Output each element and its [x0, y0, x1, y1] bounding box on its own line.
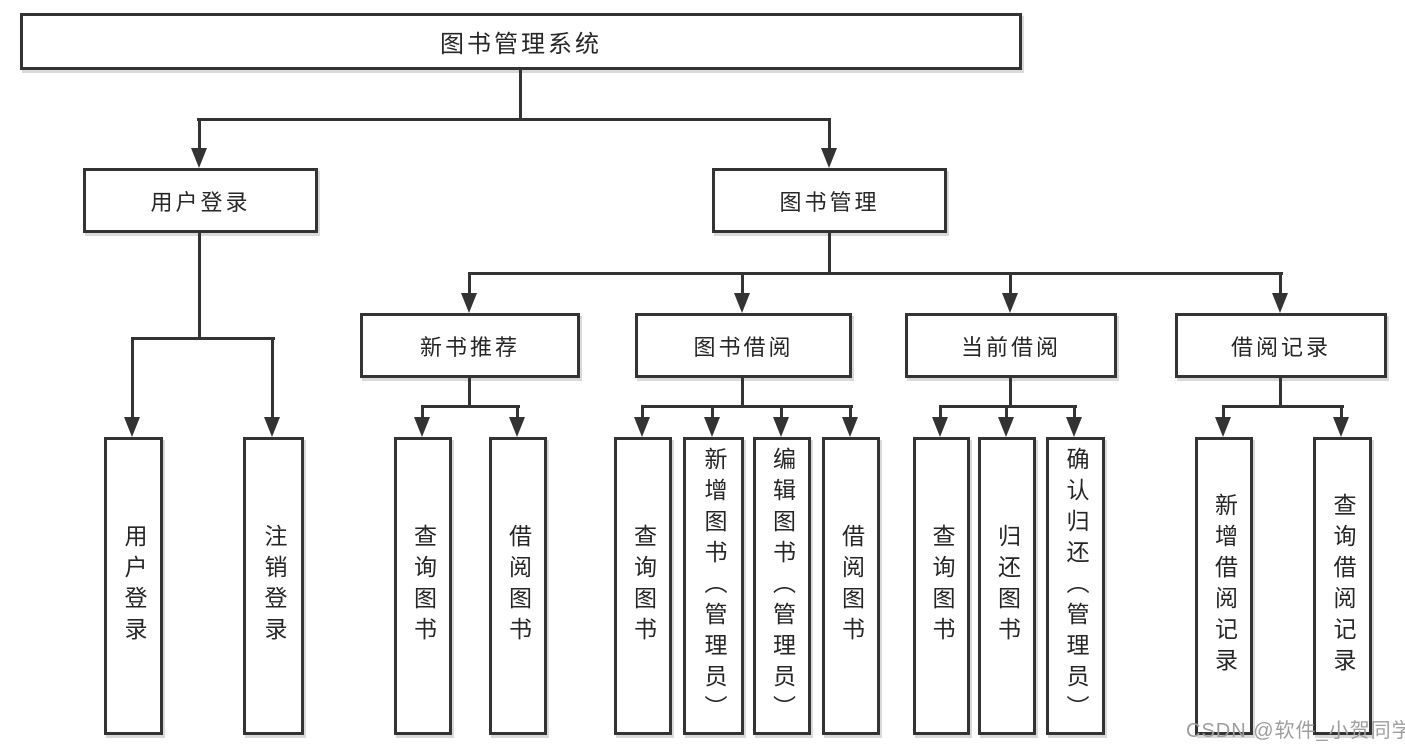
node-label: 图书管理: [779, 189, 880, 215]
arrow-down-icon: [634, 417, 650, 437]
node-label: 查询图书: [410, 524, 437, 648]
leaf-return-book: 归还图书: [978, 437, 1036, 735]
node-label: 查询借阅记录: [1330, 493, 1356, 679]
arrow-down-icon: [773, 417, 789, 437]
arrow-down-icon: [704, 417, 720, 437]
arrow-down-icon: [1066, 417, 1082, 437]
connector-line: [1005, 405, 1008, 419]
connector-line: [468, 272, 471, 295]
leaf-query-books-recommend: 查询图书: [394, 437, 452, 735]
connector-line: [1222, 405, 1344, 408]
connector-line: [131, 337, 275, 340]
arrow-down-icon: [932, 417, 948, 437]
connector-line: [1009, 272, 1012, 295]
connector-line: [131, 337, 134, 419]
node-label: 用户登录: [150, 189, 251, 215]
node-book-management: 图书管理: [712, 168, 947, 233]
arrow-down-icon: [124, 417, 140, 437]
connector-line: [271, 337, 274, 419]
leaf-query-borrow-record: 查询借阅记录: [1313, 437, 1372, 735]
arrow-down-icon: [734, 293, 750, 313]
node-user-login: 用户登录: [83, 168, 318, 233]
node-label: 当前借阅: [960, 334, 1061, 360]
connector-line: [828, 233, 831, 272]
leaf-edit-book-admin: 编辑图书（管理员）: [753, 437, 811, 735]
connector-line: [780, 405, 783, 419]
arrow-down-icon: [1272, 293, 1288, 313]
arrow-down-icon: [264, 417, 280, 437]
connector-line: [741, 272, 744, 295]
connector-line: [197, 118, 831, 121]
leaf-logout: 注销登录: [243, 437, 304, 735]
connector-line: [198, 233, 201, 337]
connector-line: [1222, 405, 1225, 419]
connector-line: [421, 405, 424, 419]
node-label: 新增借阅记录: [1211, 493, 1238, 679]
node-label: 用户登录: [121, 524, 147, 648]
leaf-user-login: 用户登录: [104, 437, 163, 735]
node-label: 查询图书: [929, 524, 955, 648]
arrow-down-icon: [509, 417, 525, 437]
node-label: 查询图书: [630, 524, 657, 648]
connector-line: [468, 378, 471, 405]
leaf-add-book-admin: 新增图书（管理员）: [683, 437, 744, 735]
leaf-borrow-books-recommend: 借阅图书: [489, 437, 547, 735]
arrow-down-icon: [998, 417, 1014, 437]
leaf-confirm-return-admin: 确认归还（管理员）: [1046, 437, 1105, 735]
connector-line: [198, 118, 201, 150]
node-current-borrow: 当前借阅: [905, 313, 1117, 378]
node-label: 归还图书: [994, 524, 1021, 648]
arrow-down-icon: [1333, 417, 1349, 437]
arrow-down-icon: [191, 148, 207, 168]
connector-line: [641, 405, 644, 419]
leaf-query-books-borrow: 查询图书: [614, 437, 672, 735]
connector-line: [828, 118, 831, 150]
connector-line: [516, 405, 519, 419]
watermark: CSDN @软件_小贺同学: [1186, 720, 1405, 742]
connector-line: [1009, 375, 1012, 405]
connector-line: [1279, 272, 1282, 295]
arrow-down-icon: [821, 148, 837, 168]
connector-line: [1340, 405, 1343, 419]
arrow-down-icon: [1215, 417, 1231, 437]
node-label: 新增图书（管理员）: [701, 446, 727, 726]
node-root-library-system: 图书管理系统: [20, 13, 1022, 70]
connector-line: [1073, 405, 1076, 419]
node-label: 借阅图书: [838, 524, 865, 648]
connector-line: [711, 405, 714, 419]
connector-line: [849, 405, 852, 419]
connector-line: [741, 378, 744, 405]
node-label: 图书借阅: [693, 334, 794, 360]
arrow-down-icon: [1002, 293, 1018, 313]
connector-line: [641, 405, 853, 408]
arrow-down-icon: [842, 417, 858, 437]
node-label: 借阅记录: [1230, 334, 1331, 360]
arrow-down-icon: [461, 293, 477, 313]
node-new-book-recommend: 新书推荐: [360, 313, 580, 378]
connector-line: [1279, 375, 1282, 405]
node-label: 借阅图书: [505, 524, 532, 648]
node-label: 图书管理系统: [440, 31, 602, 58]
connector-line: [939, 405, 1077, 408]
connector-line: [468, 272, 1283, 275]
leaf-add-borrow-record: 新增借阅记录: [1195, 437, 1253, 735]
connector-line: [939, 405, 942, 419]
node-label: 新书推荐: [419, 334, 520, 360]
node-label: 注销登录: [261, 524, 287, 648]
leaf-borrow-books: 借阅图书: [822, 437, 880, 735]
connector-line: [421, 405, 520, 408]
arrow-down-icon: [414, 417, 430, 437]
node-book-borrow: 图书借阅: [635, 313, 852, 378]
leaf-query-books-current: 查询图书: [913, 437, 970, 735]
connector-line: [519, 70, 522, 118]
node-label: 编辑图书（管理员）: [769, 446, 796, 726]
node-label: 确认归还（管理员）: [1063, 446, 1089, 726]
node-borrow-records: 借阅记录: [1175, 313, 1387, 378]
